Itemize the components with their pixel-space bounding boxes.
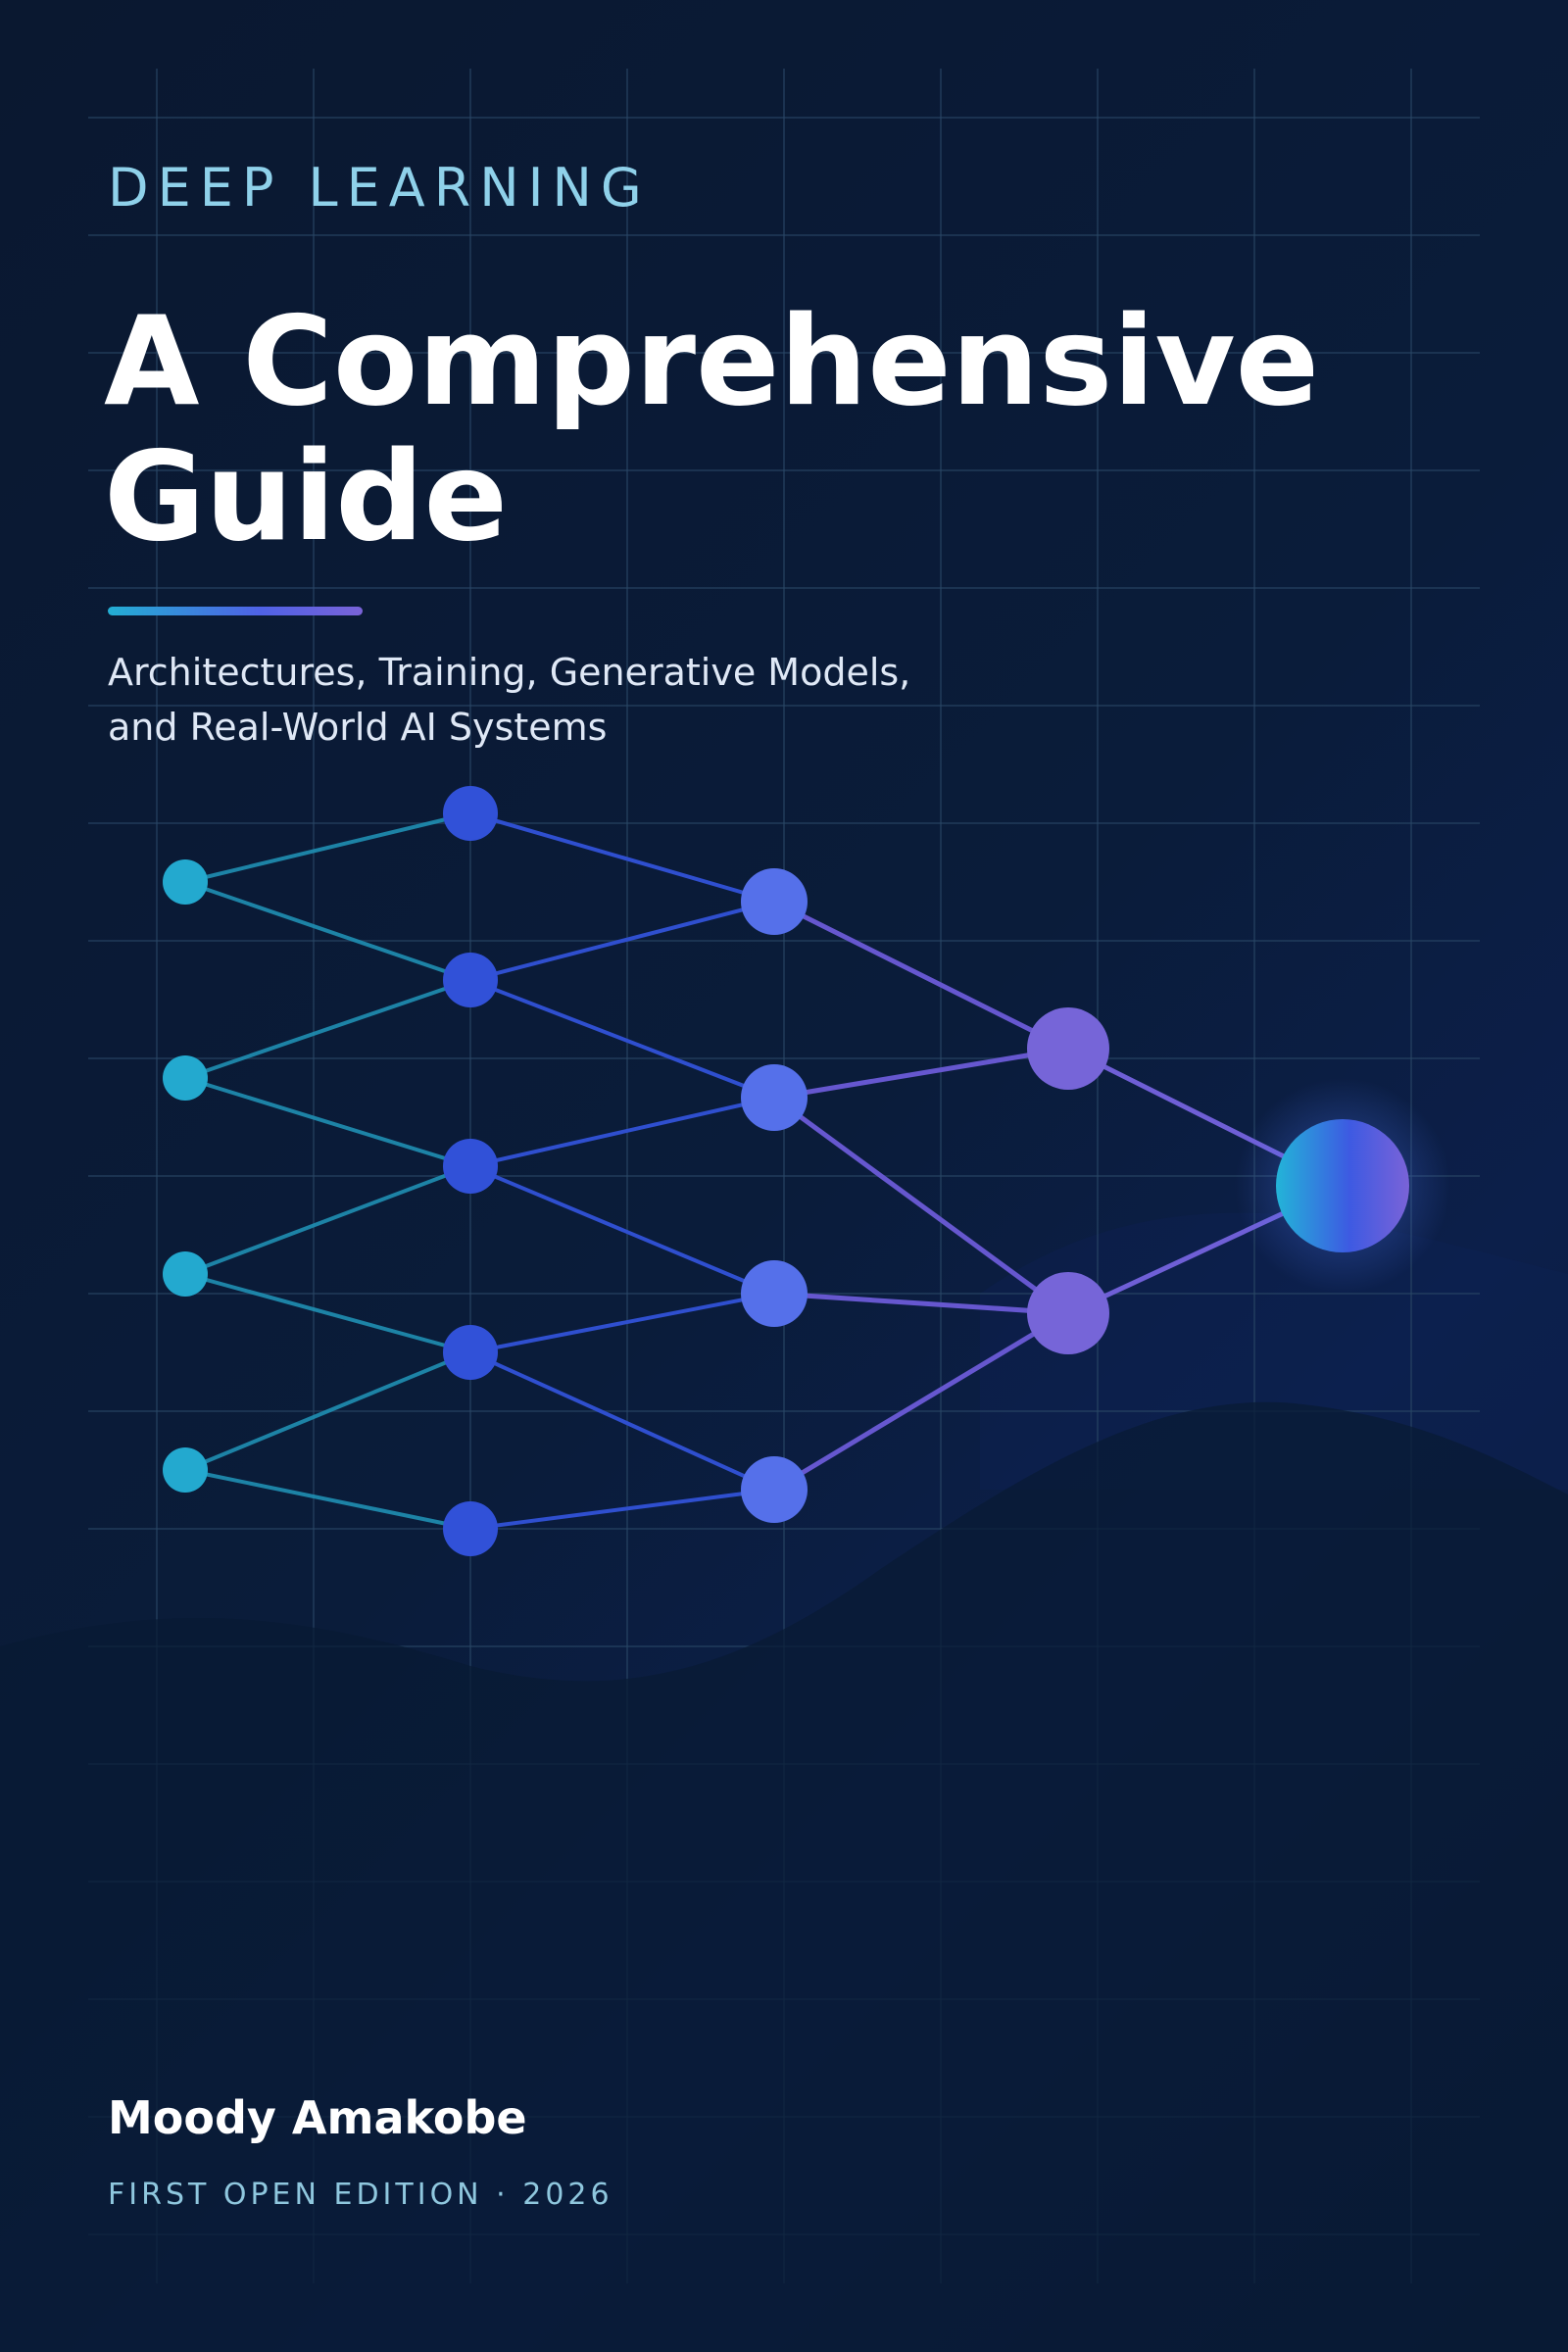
hidden-node bbox=[1027, 1272, 1109, 1354]
hidden-node bbox=[443, 953, 498, 1007]
cover-title: A Comprehensive Guide bbox=[104, 294, 1378, 564]
hidden-node bbox=[741, 868, 808, 935]
connections-input-to-hidden1 bbox=[184, 811, 471, 1531]
title-accent-bar bbox=[108, 607, 363, 615]
input-node bbox=[163, 1447, 208, 1493]
hidden-node bbox=[443, 786, 498, 841]
input-layer bbox=[163, 859, 208, 1493]
background-wave-glow bbox=[980, 1212, 1568, 1490]
cover-author: Moody Amakobe bbox=[108, 2091, 527, 2144]
cover-subtitle-line: Architectures, Training, Generative Mode… bbox=[108, 651, 911, 694]
hidden-layer-1 bbox=[443, 786, 498, 1556]
input-node bbox=[163, 859, 208, 905]
hidden-node bbox=[741, 1260, 808, 1327]
output-node bbox=[1276, 1119, 1409, 1252]
connections-hidden1-to-hidden2 bbox=[469, 811, 775, 1531]
cover-subtitle: Architectures, Training, Generative Mode… bbox=[108, 645, 1186, 755]
background-wave bbox=[0, 1401, 1568, 2352]
hidden-node bbox=[741, 1456, 808, 1523]
hidden-layer-2 bbox=[741, 868, 808, 1523]
input-node bbox=[163, 1251, 208, 1297]
hidden-node bbox=[443, 1139, 498, 1194]
cover-subtitle-line: and Real-World AI Systems bbox=[108, 706, 608, 749]
connections-hidden2-to-hidden3 bbox=[772, 899, 1070, 1493]
input-node bbox=[163, 1055, 208, 1101]
hidden-layer-3 bbox=[1027, 1007, 1109, 1354]
cover-title-line: A Comprehensive bbox=[104, 289, 1320, 433]
cover-edition: FIRST OPEN EDITION · 2026 bbox=[108, 2178, 613, 2212]
hidden-node bbox=[443, 1325, 498, 1380]
cover-category: DEEP LEARNING bbox=[108, 157, 651, 219]
hidden-node bbox=[443, 1501, 498, 1556]
hidden-node bbox=[1027, 1007, 1109, 1090]
hidden-node bbox=[741, 1064, 808, 1131]
cover-title-line: Guide bbox=[104, 424, 508, 568]
